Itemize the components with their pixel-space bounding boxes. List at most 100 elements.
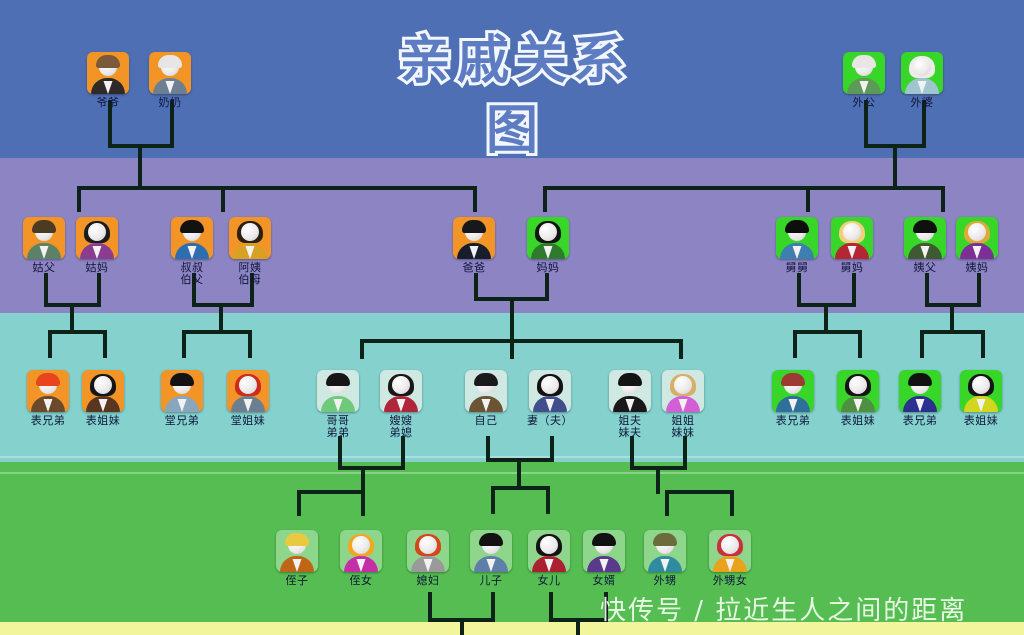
person-node[interactable]: 外甥女 (694, 530, 766, 587)
connector-parents-kid-gege (360, 339, 364, 359)
person-node[interactable]: 媳妇 (392, 530, 464, 587)
person-avatar-icon (161, 370, 203, 412)
connector-parents-kids-bar (360, 339, 683, 343)
connector-maternal-branch-jiujiu (806, 186, 810, 212)
person-node[interactable]: 外婆 (886, 52, 958, 109)
person-label: 姐姐 妹妹 (671, 415, 695, 439)
avatar-hair (852, 55, 876, 68)
person-node[interactable]: 妈妈 (512, 217, 584, 274)
person-label: 姨妈 (965, 262, 989, 274)
person-avatar-icon (340, 530, 382, 572)
connector-shushu-kid-right (248, 330, 252, 358)
person-avatar-icon (609, 370, 651, 412)
person-label: 自己 (474, 415, 498, 427)
person-avatar-icon (776, 217, 818, 259)
person-label: 叔叔 伯父 (180, 262, 204, 286)
connector-jiujiu-couple-left (797, 273, 801, 303)
person-avatar-icon (453, 217, 495, 259)
person-label: 妻（夫） (527, 415, 573, 427)
avatar-collar (972, 246, 982, 259)
person-node[interactable]: 儿子 (455, 530, 527, 587)
person-avatar-icon (831, 217, 873, 259)
person-node[interactable]: 表姐妹 (945, 370, 1017, 427)
connector-parents-couple-left (474, 273, 478, 301)
avatar-hair (474, 373, 498, 386)
person-node[interactable]: 表兄弟 (12, 370, 84, 427)
connector-shushu-couple-right (250, 273, 254, 303)
person-node[interactable]: 堂兄弟 (146, 370, 218, 427)
person-node[interactable]: 爸爸 (438, 217, 510, 274)
person-avatar-icon (528, 530, 570, 572)
page-title: 亲戚关系图 (396, 28, 631, 164)
person-label: 奶奶 (158, 97, 182, 109)
connector-son-stem (460, 618, 464, 635)
person-avatar-icon (229, 217, 271, 259)
avatar-collar (543, 246, 553, 259)
person-node[interactable]: 姐姐 妹妹 (647, 370, 719, 439)
person-label: 表兄弟 (30, 415, 66, 427)
person-node[interactable]: 表兄弟 (884, 370, 956, 427)
person-avatar-icon (380, 370, 422, 412)
person-node[interactable]: 奶奶 (134, 52, 206, 109)
avatar-collar (917, 81, 927, 94)
person-node[interactable]: 叔叔 伯父 (156, 217, 228, 286)
connector-yifu-kids-bar (920, 330, 985, 334)
connector-self-stem (517, 458, 521, 490)
connector-shushu-stem (219, 303, 223, 330)
connector-sister-couple-right (683, 436, 687, 470)
connector-maternal-grandparents-stem (893, 144, 897, 186)
avatar-collar (92, 246, 102, 259)
avatar-collar (859, 81, 869, 94)
person-node[interactable]: 女婿 (568, 530, 640, 587)
person-node[interactable]: 哥哥 弟弟 (302, 370, 374, 439)
person-node[interactable]: 堂姐妹 (212, 370, 284, 427)
avatar-head (540, 536, 558, 554)
connector-sister-couple-left (630, 436, 634, 470)
connector-paternal-branch-baba (473, 186, 477, 212)
person-node[interactable]: 自己 (450, 370, 522, 427)
person-node[interactable]: 爷爷 (72, 52, 144, 109)
person-avatar-icon (901, 52, 943, 94)
avatar-collar (98, 399, 108, 412)
person-label: 姨父 (913, 262, 937, 274)
person-label: 表兄弟 (902, 415, 938, 427)
avatar-collar (356, 559, 366, 572)
person-node[interactable]: 表姐妹 (822, 370, 894, 427)
person-avatar-icon (465, 370, 507, 412)
person-node[interactable]: 侄子 (261, 530, 333, 587)
connector-guma-kid-left (48, 330, 52, 358)
person-node[interactable]: 侄女 (325, 530, 397, 587)
person-node[interactable]: 姑父 (8, 217, 80, 274)
person-node[interactable]: 女儿 (513, 530, 585, 587)
band-stripe-green (0, 472, 1024, 474)
avatar-head (968, 223, 986, 241)
person-node[interactable]: 姨妈 (941, 217, 1013, 274)
person-node[interactable]: 姐夫 妹夫 (594, 370, 666, 439)
person-node[interactable]: 姑妈 (61, 217, 133, 274)
person-node[interactable]: 表兄弟 (757, 370, 829, 427)
person-node[interactable]: 嫂嫂 弟媳 (365, 370, 437, 439)
person-node[interactable]: 阿姨 伯母 (214, 217, 286, 286)
person-label: 侄子 (285, 575, 309, 587)
connector-paternal-grandparents-drop-left (108, 100, 112, 144)
connector-yifu-couple-left (925, 273, 929, 303)
person-node[interactable]: 姨父 (889, 217, 961, 274)
avatar-head (94, 376, 112, 394)
person-node[interactable]: 外甥 (629, 530, 701, 587)
person-label: 阿姨 伯母 (238, 262, 262, 286)
connector-paternal-grandparents-stem (138, 144, 142, 186)
person-node[interactable]: 舅妈 (816, 217, 888, 274)
person-avatar-icon (843, 52, 885, 94)
person-node[interactable]: 外公 (828, 52, 900, 109)
connector-parents-kid-self (510, 339, 514, 359)
connector-maternal-grandparents-drop-right (922, 100, 926, 144)
person-node[interactable]: 表姐妹 (67, 370, 139, 427)
person-label: 嫂嫂 弟媳 (389, 415, 413, 439)
person-node[interactable]: 舅舅 (761, 217, 833, 274)
person-node[interactable]: 妻（夫） (514, 370, 586, 427)
person-label: 姑妈 (85, 262, 109, 274)
person-label: 爷爷 (96, 97, 120, 109)
person-label: 表姐妹 (85, 415, 121, 427)
connector-jiujiu-kid-left (793, 330, 797, 358)
